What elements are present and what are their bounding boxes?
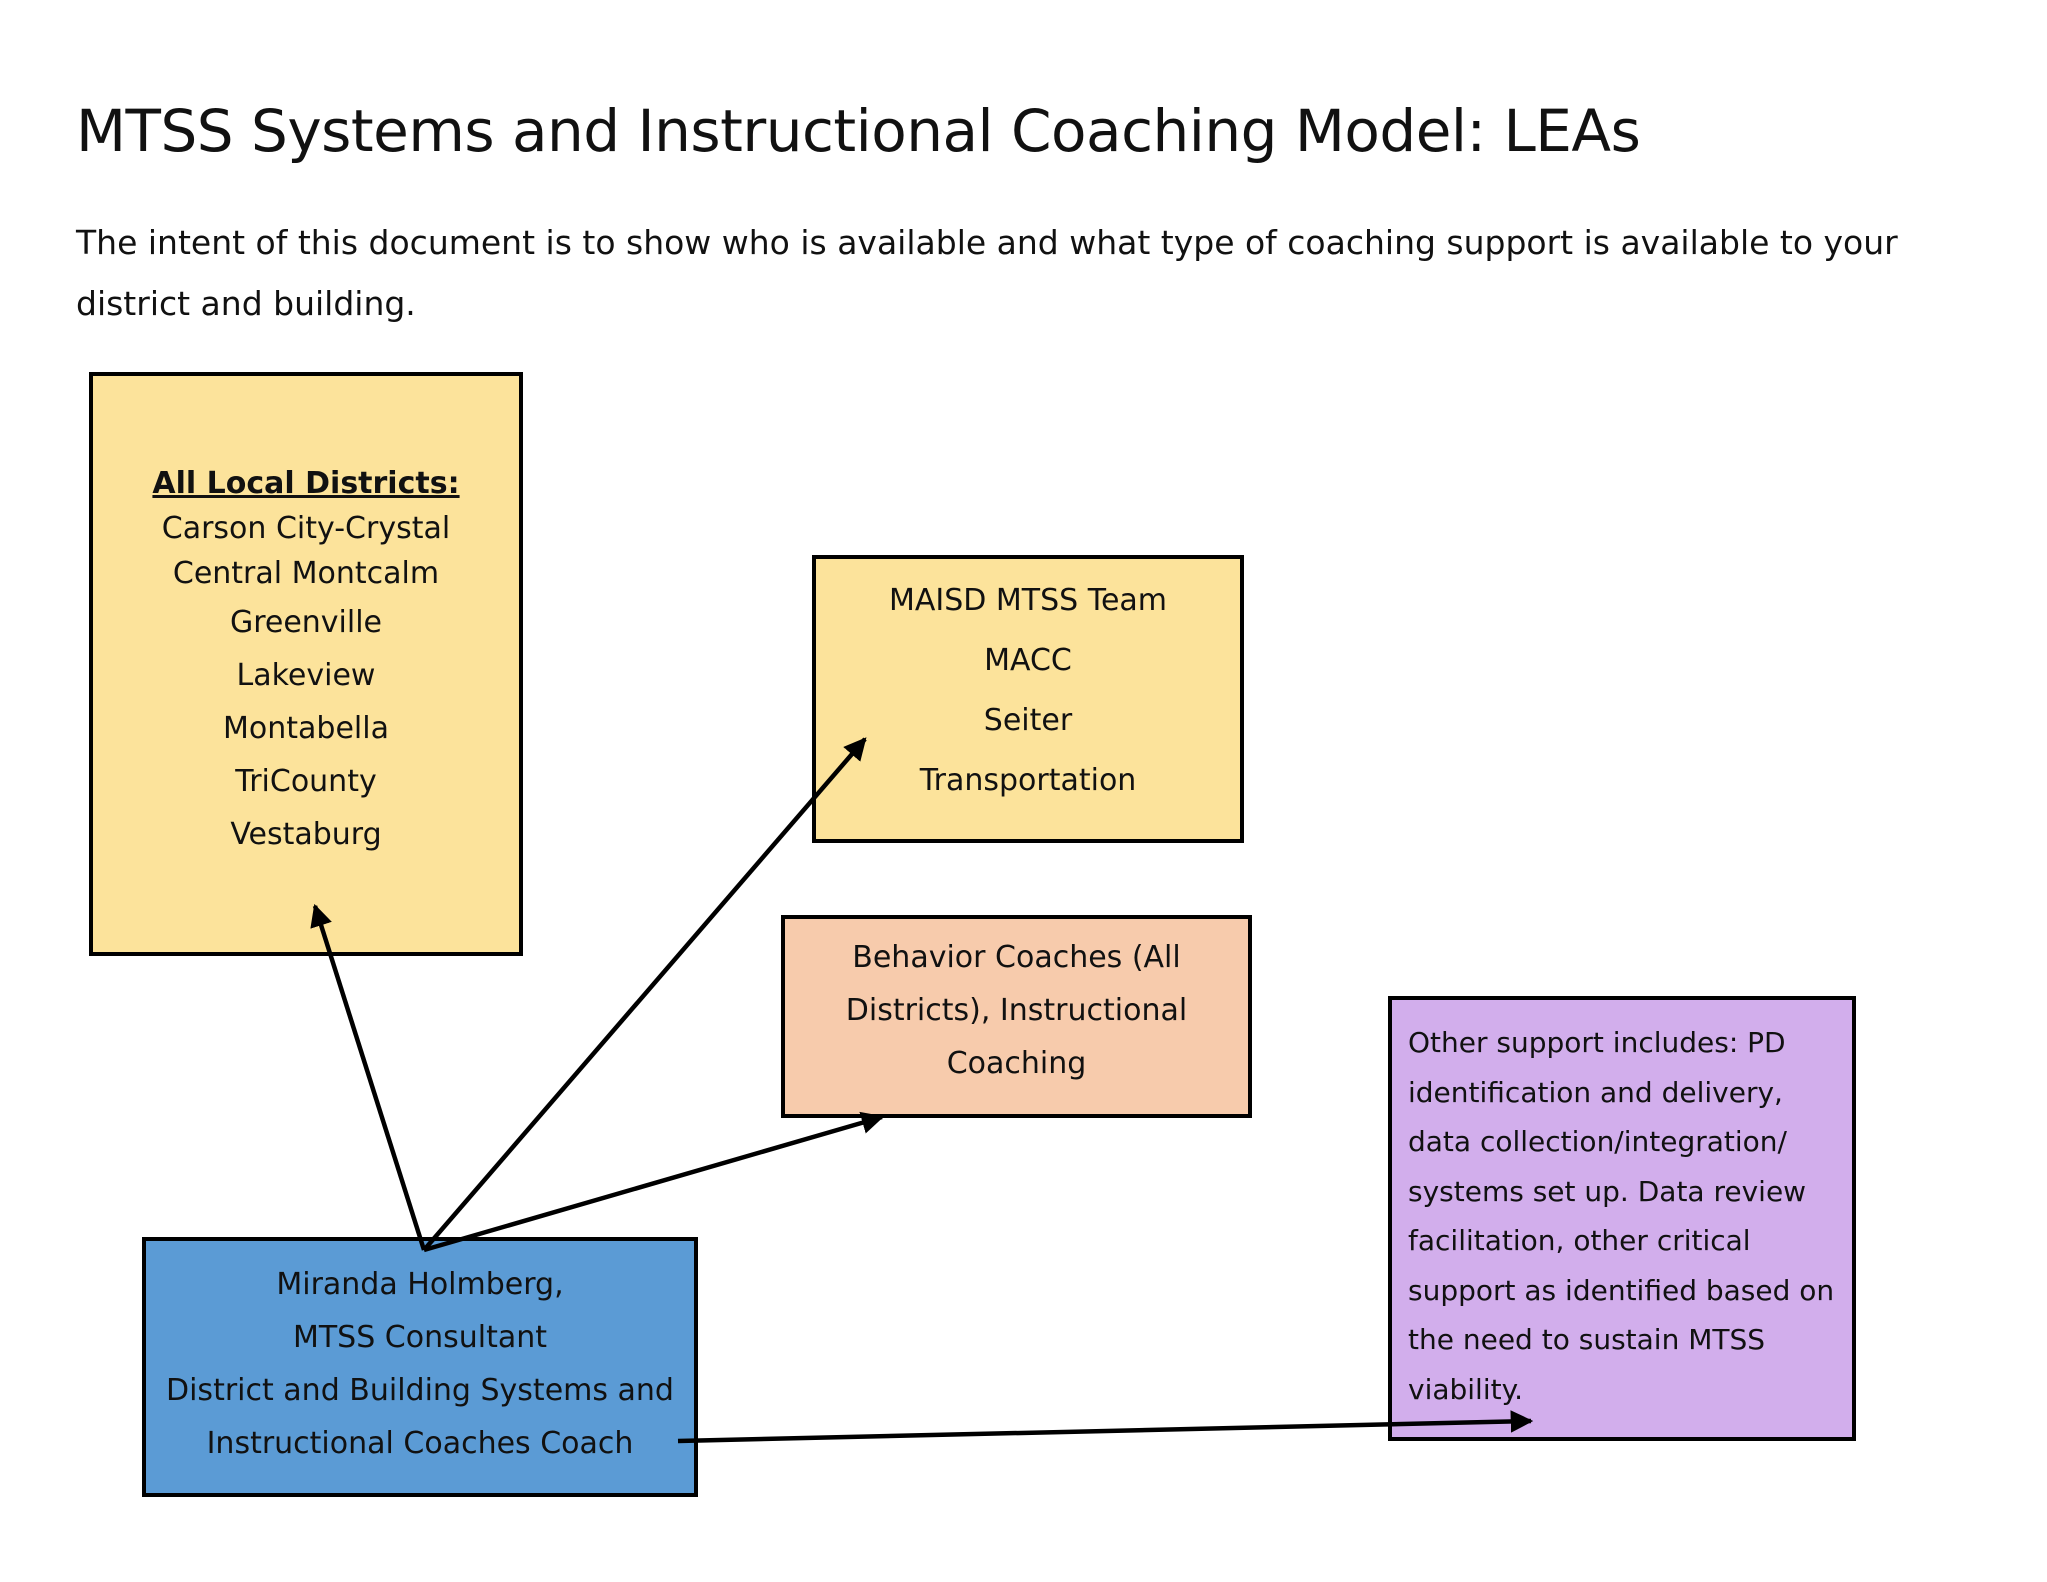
- district-item: TriCounty: [235, 764, 377, 799]
- intro-text: The intent of this document is to show w…: [76, 223, 1898, 323]
- other-support-box: Other support includes: PD identificatio…: [1388, 996, 1856, 1441]
- district-item: Carson City-Crystal: [161, 511, 451, 546]
- district-item: Lakeview: [236, 658, 376, 693]
- arrow-to-behavior: [423, 1111, 885, 1253]
- arrow-to-districts: [310, 903, 427, 1251]
- district-item: Montabella: [223, 711, 389, 746]
- consultant-name: Miranda Holmberg,: [276, 1267, 564, 1302]
- district-list: Carson City-Crystal Central Montcalm Gre…: [93, 506, 519, 861]
- behavior-coaches-box: Behavior Coaches (All Districts), Instru…: [781, 915, 1252, 1118]
- behavior-coaches-text: Behavior Coaches (All Districts), Instru…: [845, 940, 1188, 1081]
- maisd-item: Transportation: [919, 763, 1137, 798]
- consultant-role: MTSS Consultant: [292, 1320, 548, 1355]
- district-item: Vestaburg: [230, 817, 382, 852]
- maisd-list: MAISD MTSS Team MACC Seiter Transportati…: [816, 571, 1240, 811]
- local-districts-box: All Local Districts: Carson City-Crystal…: [89, 372, 523, 956]
- maisd-team-box: MAISD MTSS Team MACC Seiter Transportati…: [812, 555, 1244, 843]
- local-districts-heading: All Local Districts:: [152, 466, 460, 501]
- maisd-item: MACC: [984, 643, 1072, 678]
- consultant-duty: Instructional Coaches Coach: [206, 1426, 634, 1461]
- page-title: MTSS Systems and Instructional Coaching …: [76, 97, 1641, 165]
- maisd-item: MAISD MTSS Team: [888, 583, 1168, 618]
- other-support-text: Other support includes: PD identificatio…: [1408, 1026, 1835, 1406]
- district-item: Greenville: [229, 605, 383, 640]
- consultant-duty: District and Building Systems and: [166, 1373, 674, 1408]
- consultant-box: Miranda Holmberg, MTSS Consultant Distri…: [142, 1237, 698, 1497]
- maisd-item: Seiter: [983, 703, 1073, 738]
- district-item: Central Montcalm: [172, 556, 440, 591]
